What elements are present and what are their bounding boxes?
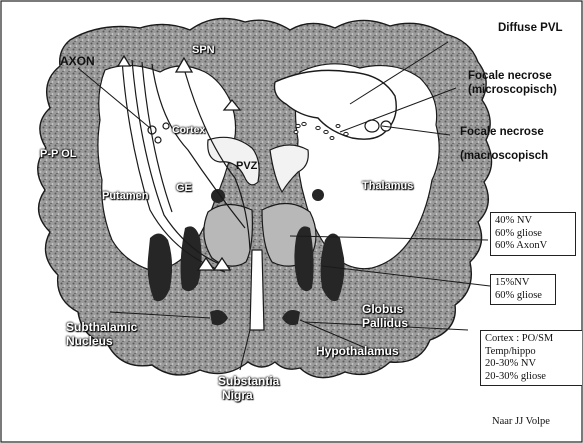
substantia-label-line2: Nigra (222, 388, 253, 402)
ge-dot-right (312, 189, 324, 201)
subthalamic-label-line1: Subthalamic (66, 320, 137, 334)
globus-label-line1: Globus (362, 302, 403, 316)
spn-label: SPN (192, 44, 215, 56)
focale-macro-label-line1: Focale necrose (460, 126, 544, 138)
source-note: Naar JJ Volpe (492, 416, 550, 427)
globus-stat-gliose: 60% gliose (495, 290, 551, 303)
subthalamic-label-line2: Nucleus (66, 334, 113, 348)
focale-micro-label-line1: Focale necrose (468, 70, 552, 82)
cortex-stat-nv: 20-30% NV (485, 358, 578, 371)
cortex-stat-temp: Temp/hippo (485, 346, 578, 359)
putamen-label: Putamen (102, 190, 148, 202)
ppol-label: P-P OL (40, 148, 76, 160)
cortex-stats-box: Cortex : PO/SM Temp/hippo 20-30% NV 20-3… (480, 330, 582, 386)
focale-micro-label-line2: (microscopisch) (468, 84, 557, 96)
axon-label: AXON (60, 54, 95, 68)
hypothalamus-label: Hypothalamus (316, 344, 399, 358)
globus-label-line2: Pallidus (362, 316, 408, 330)
globus-stat-nv: 15%NV (495, 277, 551, 290)
cortex-stat-gliose: 20-30% gliose (485, 371, 578, 384)
ge-label: GE (176, 182, 192, 194)
thalamus-stat-axonv: 60% AxonV (495, 240, 571, 253)
putamen-left (148, 233, 172, 301)
focale-macro-label-line2: (macroscopisch (460, 150, 548, 162)
thalamus-stats-box: 40% NV 60% gliose 60% AxonV (490, 212, 576, 256)
pvz-label: PVZ (236, 160, 257, 172)
thalamus-stat-nv: 40% NV (495, 215, 571, 228)
substantia-label-line1: Substantia (218, 374, 279, 388)
ge-dot-left (211, 189, 225, 203)
cortex-stat-region: Cortex : PO/SM (485, 333, 578, 346)
pallidus-left (181, 226, 202, 291)
globus-stats-box: 15%NV 60% gliose (490, 274, 556, 305)
diffuse-pvl-label: Diffuse PVL (498, 22, 563, 34)
cortex-label: Cortex (172, 124, 205, 136)
third-ventricle (250, 250, 264, 330)
thalamus-label: Thalamus (362, 180, 413, 192)
thalamus-stat-gliose: 60% gliose (495, 228, 571, 241)
